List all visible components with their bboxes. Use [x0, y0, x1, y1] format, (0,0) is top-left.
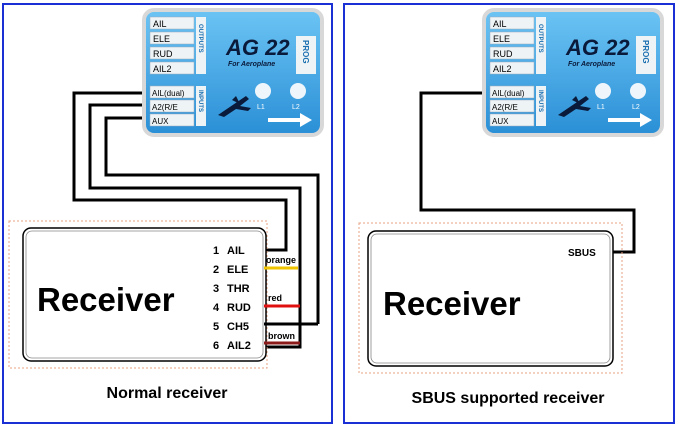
device-model: AG 22 [565, 35, 630, 60]
wire-aux [104, 116, 320, 324]
output-port-label: ELE [493, 34, 510, 44]
input-port-label: AUX [152, 117, 169, 126]
channel-number: 2 [213, 264, 219, 276]
channel-list: 1 AIL 2 ELE 3 THR 4 RUD 5 CH5 6 AIL2 [213, 245, 251, 352]
output-port-label: AIL2 [153, 64, 172, 74]
led-l1 [595, 83, 611, 99]
wire-a2 [88, 103, 302, 349]
led-l2-label: L2 [292, 104, 300, 111]
output-port-label: RUD [153, 49, 173, 59]
channel-name: AIL2 [227, 340, 251, 352]
right-caption: SBUS supported receiver [412, 390, 605, 407]
receiver-outline-dashed [358, 222, 623, 374]
output-port-label: AIL [493, 19, 507, 29]
led-l1-label: L1 [257, 104, 265, 111]
left-caption: Normal receiver [107, 385, 228, 402]
channel-name: ELE [227, 264, 248, 276]
input-port-label: AIL(dual) [492, 89, 525, 98]
device-subtitle: For Aeroplane [568, 61, 615, 68]
channel-name: RUD [227, 302, 251, 314]
channel-name: THR [227, 283, 250, 295]
inputs-tag: INPUTS [197, 90, 203, 112]
device-subtitle: For Aeroplane [228, 61, 275, 68]
channel-number: 6 [213, 340, 219, 352]
prog-label: PROG [301, 40, 310, 64]
arrow-right-icon [608, 113, 652, 127]
input-port-label: A2(R/E [152, 103, 178, 112]
left-wires [72, 91, 320, 349]
airplane-icon [558, 96, 591, 117]
led-l1 [255, 83, 271, 99]
output-port-label: ELE [153, 34, 170, 44]
outputs-tag: OUTPUTS [197, 24, 203, 53]
input-port-column: AIL(dual) A2(R/E AUX INPUTS [149, 85, 206, 127]
receiver-label: Receiver [37, 281, 175, 318]
input-port-label: AIL(dual) [152, 89, 185, 98]
led-l2 [630, 83, 646, 99]
inputs-tag: INPUTS [537, 90, 543, 112]
receiver-body [22, 227, 267, 362]
channel-name: CH5 [227, 321, 249, 333]
device-model: AG 22 [225, 35, 290, 60]
input-port-column: AIL(dual) A2(R/E AUX INPUTS [489, 85, 546, 127]
receiver-right: Receiver SBUS [358, 222, 623, 374]
channel-number: 5 [213, 321, 219, 333]
wire-sbus [419, 91, 636, 254]
led-l2-label: L2 [632, 104, 640, 111]
output-port-column: AIL ELE RUD AIL2 OUTPUTS [149, 16, 206, 75]
prog-label: PROG [641, 40, 650, 64]
input-port-label: AUX [492, 117, 509, 126]
lead-wires: orange red brown [264, 255, 318, 345]
channel-name: AIL [227, 245, 245, 257]
led-l1-label: L1 [597, 104, 605, 111]
input-port-label: A2(R/E [492, 103, 518, 112]
device-module-left: AIL ELE RUD AIL2 OUTPUTS AIL(dual) A2(R/… [142, 8, 324, 137]
output-port-label: AIL2 [493, 64, 512, 74]
airplane-icon [218, 96, 251, 117]
output-port-column: AIL ELE RUD AIL2 OUTPUTS [489, 16, 546, 75]
arrow-right-icon [268, 113, 312, 127]
wire-color-label: orange [266, 255, 296, 265]
wire-color-label: red [268, 293, 282, 303]
receiver-label: Receiver [383, 285, 521, 322]
output-port-label: RUD [493, 49, 513, 59]
wire-ail [72, 91, 288, 252]
receiver-body [367, 230, 614, 367]
device-module-right: AIL ELE RUD AIL2 OUTPUTS AIL(dual) A2(R/… [482, 8, 664, 137]
channel-number: 4 [213, 302, 220, 314]
outputs-tag: OUTPUTS [537, 24, 543, 53]
receiver-outline-dashed [8, 220, 268, 369]
receiver-left: Receiver 1 AIL 2 ELE 3 THR 4 RUD 5 CH5 6… [8, 220, 268, 369]
sbus-port-label: SBUS [568, 248, 596, 259]
right-panel: AIL ELE RUD AIL2 OUTPUTS AIL(dual) A2(R/… [343, 3, 675, 424]
wire-color-label: brown [268, 331, 295, 341]
output-port-label: AIL [153, 19, 167, 29]
led-l2 [290, 83, 306, 99]
channel-number: 1 [213, 245, 219, 257]
left-panel: AIL ELE RUD AIL2 OUTPUTS AIL(dual) A2(R/… [2, 3, 333, 424]
channel-number: 3 [213, 283, 219, 295]
